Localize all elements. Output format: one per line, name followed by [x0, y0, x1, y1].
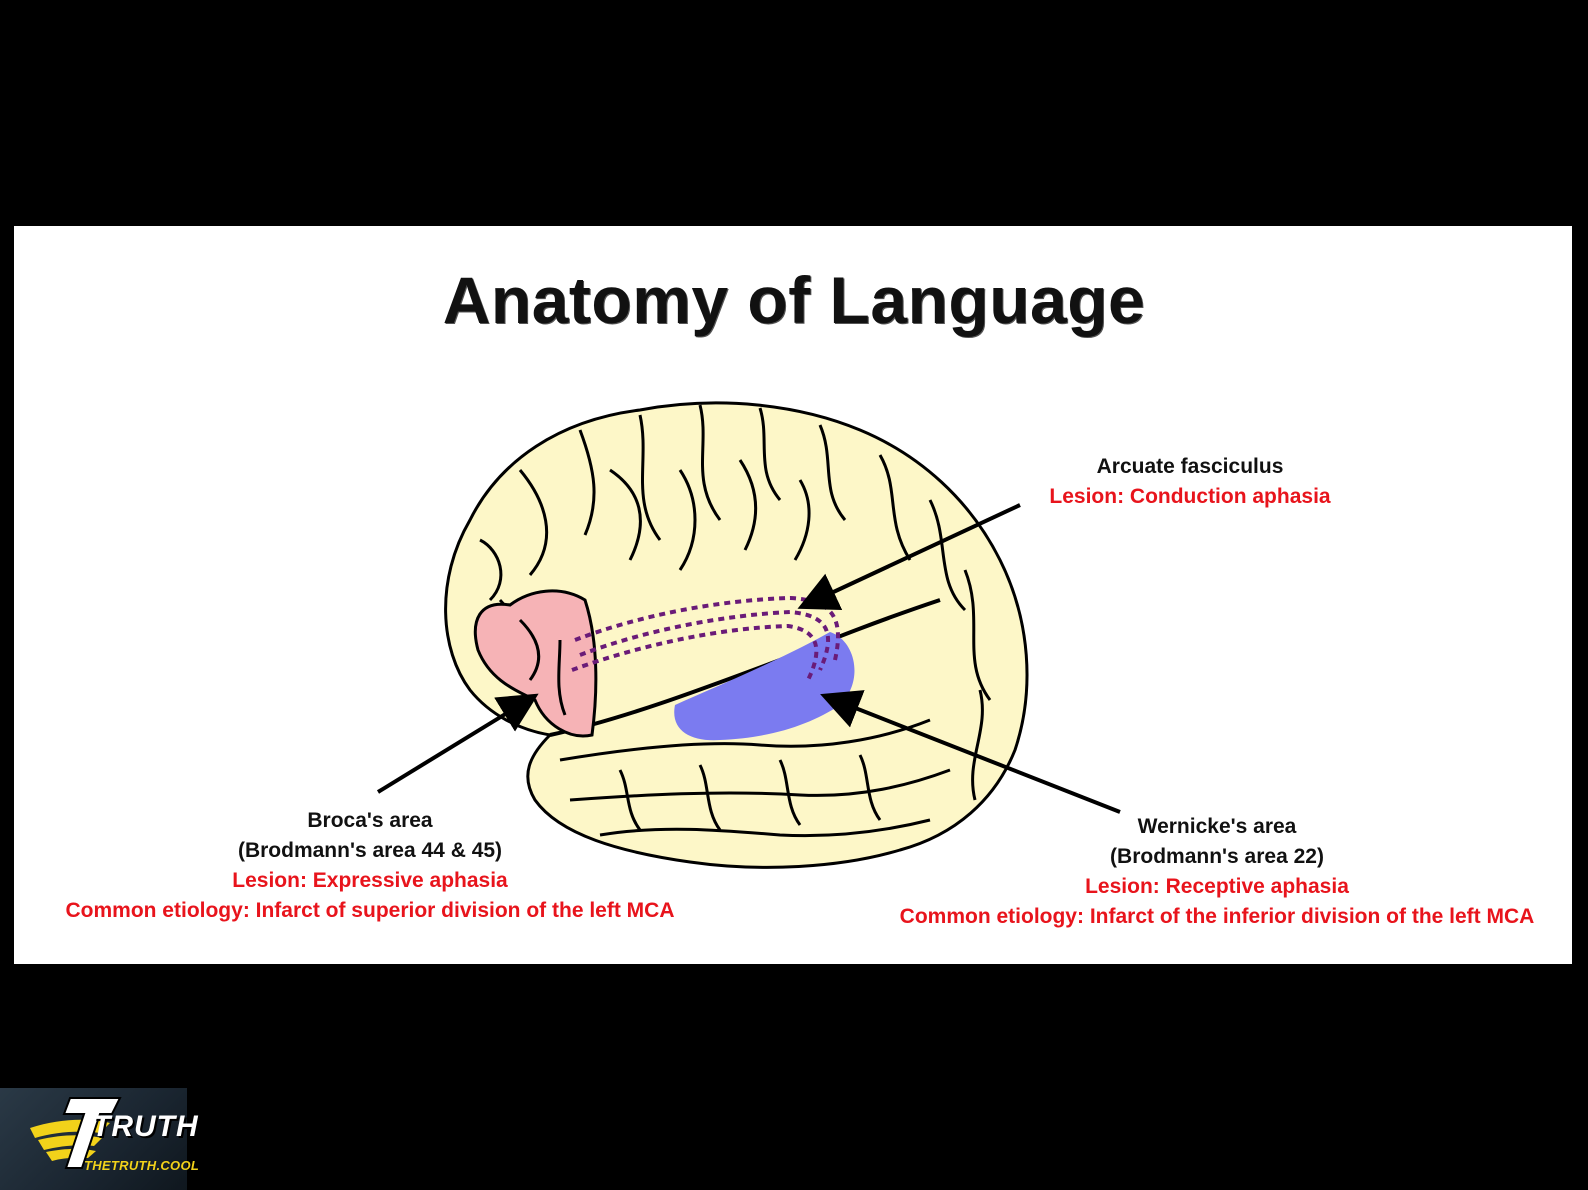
logo-badge	[0, 1088, 187, 1190]
brain-gyri	[479, 404, 992, 838]
wernicke-label: Wernicke's area (Brodmann's area 22) Les…	[882, 812, 1552, 932]
arcuate-arrow	[797, 503, 1021, 610]
logo-sub-text: THETRUTH.COOL	[84, 1158, 200, 1173]
broca-brodmann: (Brodmann's area 44 & 45)	[237, 839, 503, 862]
wernicke-area	[674, 632, 855, 741]
wernicke-lesion: Lesion: Receptive aphasia	[1085, 875, 1349, 898]
broca-etiology: Common etiology: Infarct of superior div…	[65, 899, 675, 922]
wernicke-brodmann: (Brodmann's area 22)	[1110, 845, 1324, 868]
broca-arrow	[376, 693, 539, 794]
arcuate-name: Arcuate fasciculus	[1096, 455, 1284, 478]
wernicke-arrow	[820, 690, 1121, 814]
arcuate-fasciculus-tracts	[571, 595, 840, 681]
logo-main-text: TRUTH	[92, 1110, 199, 1143]
broca-name: Broca's area	[307, 809, 433, 832]
broca-label: Broca's area (Brodmann's area 44 & 45) L…	[40, 806, 700, 926]
wernicke-name: Wernicke's area	[1137, 815, 1297, 838]
broca-lesion: Lesion: Expressive aphasia	[232, 869, 508, 892]
arcuate-label: Arcuate fasciculus Lesion: Conduction ap…	[1040, 452, 1340, 512]
page-title: Anatomy of Language	[442, 263, 1146, 337]
wernicke-etiology: Common etiology: Infarct of the inferior…	[899, 905, 1535, 928]
wing-icon	[30, 1097, 122, 1169]
arcuate-lesion: Lesion: Conduction aphasia	[1049, 485, 1331, 508]
